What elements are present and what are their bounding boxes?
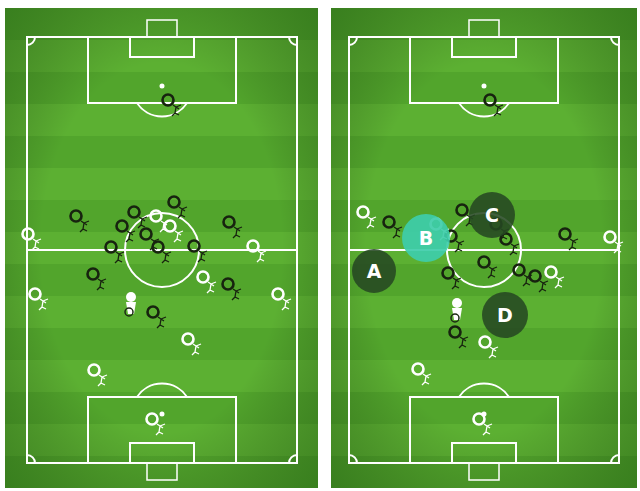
ball-carrier: [125, 292, 136, 316]
zone-circle: B: [402, 214, 450, 262]
zone-circle: C: [469, 192, 515, 238]
player-marker: [479, 257, 498, 279]
player-marker: [129, 207, 148, 229]
player-marker: [223, 279, 242, 301]
player-marker: [165, 221, 184, 243]
zone-circle: A: [352, 249, 396, 293]
player-marker: [248, 241, 267, 263]
player-marker: [224, 217, 243, 239]
player-marker: [480, 337, 499, 359]
player-marker: [189, 241, 208, 263]
player-marker: [153, 242, 172, 264]
player-marker: [358, 207, 377, 229]
player-marker: [183, 334, 202, 356]
player-marker: [30, 289, 49, 311]
player-marker: [147, 414, 166, 436]
player-marker: [169, 197, 188, 219]
player-marker: [485, 95, 504, 117]
player-marker: [413, 364, 432, 386]
zone-letter: D: [497, 306, 513, 325]
player-marker: [474, 414, 493, 436]
player-marker: [605, 232, 624, 254]
player-marker: [71, 211, 90, 233]
player-marker: [514, 265, 533, 287]
player-marker: [148, 307, 167, 329]
zone-circle: D: [482, 292, 528, 338]
player-marker: [273, 289, 292, 311]
player-marker: [89, 365, 108, 387]
player-marker: [450, 327, 469, 349]
player-marker: [501, 234, 520, 256]
player-marker: [198, 272, 217, 294]
zone-letter: B: [419, 229, 433, 248]
player-marker: [88, 269, 107, 291]
ball-carrier: [451, 298, 462, 322]
player-marker: [106, 242, 125, 264]
zone-letter: A: [367, 262, 382, 281]
player-marker: [546, 267, 565, 289]
player-marker: [560, 229, 579, 251]
player-marker: [141, 229, 160, 251]
zone-letter: C: [485, 206, 499, 225]
player-marker: [23, 229, 42, 251]
player-marker: [163, 95, 182, 117]
player-marker: [443, 268, 462, 290]
player-marker: [117, 221, 136, 243]
player-marker: [384, 217, 403, 239]
